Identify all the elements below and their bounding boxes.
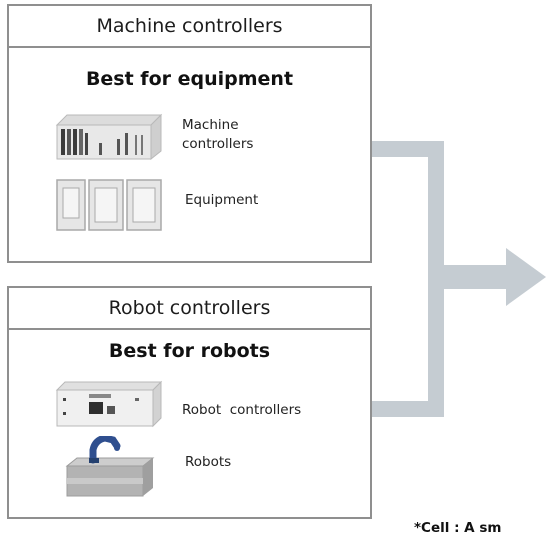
arrow-shaft <box>436 265 510 289</box>
robot-controller-icon <box>55 380 163 428</box>
robot-panel-heading: Best for robots <box>108 340 271 362</box>
connector-top-horizontal <box>370 141 442 157</box>
equipment-label: Equipment <box>185 192 259 208</box>
machine-controllers-label: Machine controllers <box>182 117 254 152</box>
machine-panel-header: Machine controllers <box>9 6 370 48</box>
robot-controllers-label: Robot controllers <box>182 402 302 418</box>
cell-footnote: *Cell : A sm <box>414 520 502 536</box>
machine-controller-icon <box>55 113 163 161</box>
robots-label: Robots <box>185 454 232 470</box>
robot-panel-header: Robot controllers <box>9 288 370 330</box>
machine-panel-heading: Best for equipment <box>85 68 294 90</box>
connector-lines <box>370 141 546 417</box>
robot-arm-icon <box>65 436 155 497</box>
arrow-head <box>506 248 546 306</box>
machine-controllers-panel: Machine controllers Best for equipment M… <box>7 4 372 263</box>
equipment-icon <box>56 179 162 231</box>
robot-controllers-panel: Robot controllers Best for robots Robot … <box>7 286 372 519</box>
connector-bottom-horizontal <box>370 401 444 417</box>
